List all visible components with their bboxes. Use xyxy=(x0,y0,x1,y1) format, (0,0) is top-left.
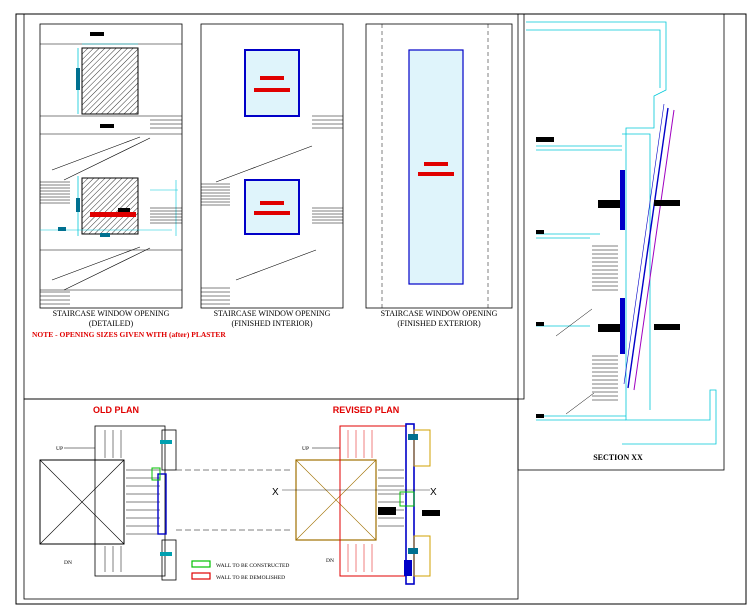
plaster-note: NOTE - OPENING SIZES GIVEN WITH (after) … xyxy=(32,330,226,339)
section-frame xyxy=(517,13,725,471)
panel-interior-subtitle: (FINISHED INTERIOR) xyxy=(231,319,312,328)
panel-detailed-title: STAIRCASE WINDOW OPENING xyxy=(53,309,170,318)
revised-plan-title: REVISED PLAN xyxy=(333,405,400,415)
section-axis-right: X xyxy=(430,487,437,498)
legend-label-demolish: WALL TO BE DEMOLISHED xyxy=(216,575,285,581)
panel-interior-title: STAIRCASE WINDOW OPENING xyxy=(214,309,331,318)
revised-plan-drawing xyxy=(282,423,440,585)
legend-swatch-demolish xyxy=(191,572,211,580)
section-title: SECTION XX xyxy=(593,453,643,462)
revised-plan-up-label: UP xyxy=(302,446,309,452)
section-drawing xyxy=(526,21,717,445)
section-axis-left: X xyxy=(272,487,279,498)
old-plan-drawing xyxy=(39,425,290,581)
plans-frame xyxy=(23,398,519,600)
panel-exterior-subtitle: (FINISHED EXTERIOR) xyxy=(397,319,481,328)
old-plan-dn-label: DN xyxy=(64,560,72,566)
panel-detailed-subtitle: (DETAILED) xyxy=(89,319,134,328)
revised-plan-dn-label: DN xyxy=(326,558,334,564)
panel-exterior-title: STAIRCASE WINDOW OPENING xyxy=(381,309,498,318)
panel-exterior xyxy=(365,23,513,309)
legend-label-construct: WALL TO BE CONSTRUCTED xyxy=(216,563,289,569)
old-plan-up-label: UP xyxy=(56,446,63,452)
legend-swatch-construct xyxy=(191,560,211,568)
panel-interior xyxy=(200,23,344,309)
panel-detailed xyxy=(39,23,183,309)
old-plan-title: OLD PLAN xyxy=(93,405,139,415)
